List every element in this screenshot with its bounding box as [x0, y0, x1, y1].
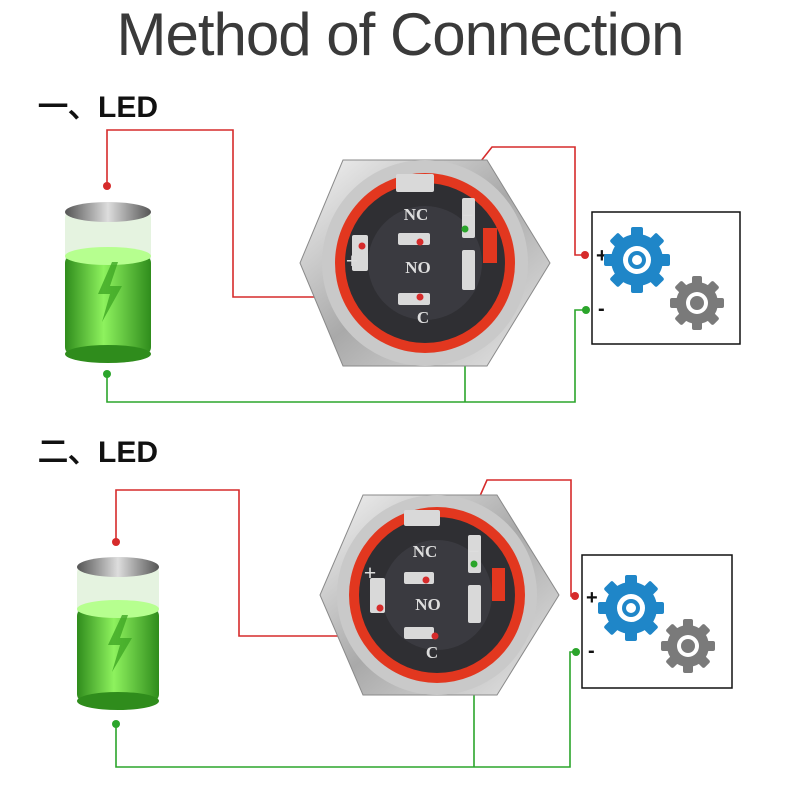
wire-node — [103, 370, 111, 378]
push-button-switch: NC NO C + − — [299, 159, 551, 367]
gear-icon — [670, 276, 724, 330]
pin-c-label: C — [426, 643, 438, 662]
gear-icon — [604, 227, 670, 293]
wire-node — [470, 560, 478, 568]
device-plus-label: + — [596, 245, 608, 267]
motor-device: + - — [571, 554, 733, 689]
gear-icon — [598, 575, 664, 641]
pin-nc-label: NC — [413, 542, 438, 561]
wire-node — [422, 576, 430, 584]
wiring-diagram-2: NC NO C + − + - — [77, 479, 733, 768]
pin-plus-label: + — [364, 560, 377, 585]
pin-minus-label: − — [468, 541, 479, 563]
pin-minus-label: − — [462, 205, 473, 227]
section-label-2: 二、LED — [38, 436, 158, 469]
wiring-diagram-1: NC NO C + − + - — [65, 129, 741, 403]
pin-plus-label: + — [346, 248, 359, 273]
device-plus-label: + — [586, 587, 598, 609]
wire-node — [358, 242, 366, 250]
pin-nc-label: NC — [404, 205, 429, 224]
battery-icon — [65, 202, 151, 363]
device-minus-label: - — [588, 640, 595, 662]
gear-icon — [661, 619, 715, 673]
wire-node — [103, 182, 111, 190]
wire-node — [376, 604, 384, 612]
battery-icon — [77, 557, 159, 710]
wire-node — [461, 225, 469, 233]
wire-node — [112, 720, 120, 728]
pin-no-label: NO — [415, 595, 441, 614]
wire-node — [112, 538, 120, 546]
wire-node — [416, 293, 424, 301]
motor-device: + - — [581, 211, 741, 345]
wire-node — [431, 632, 439, 640]
page-title: Method of Connection — [116, 1, 684, 68]
section-label-1: 一、LED — [38, 91, 158, 124]
device-minus-label: - — [598, 298, 605, 320]
pin-no-label: NO — [405, 258, 431, 277]
push-button-switch: NC NO C + − — [319, 494, 560, 696]
wire-node — [416, 238, 424, 246]
pin-c-label: C — [417, 308, 429, 327]
